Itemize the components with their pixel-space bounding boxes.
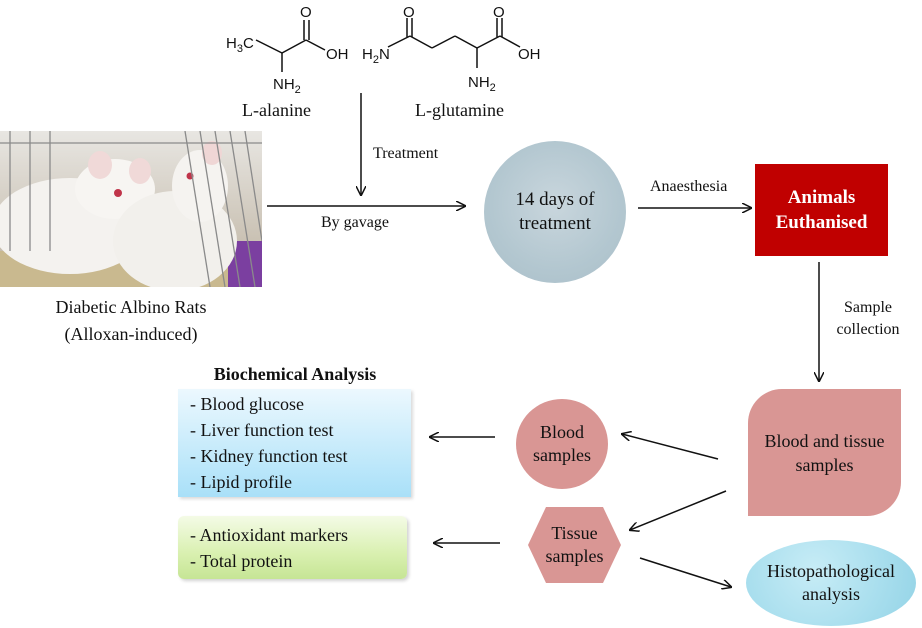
biochem-item: - Kidney function test <box>190 446 348 466</box>
alanine-amine: NH2 <box>273 76 301 96</box>
treatment-days-line1: 14 days of <box>515 189 595 210</box>
blood-tissue-node: Blood and tissue samples <box>748 389 901 516</box>
glutamine-amide-n: H2N <box>362 46 390 66</box>
antioxidant-item: - Antioxidant markers <box>190 525 348 545</box>
arrow-to-blood <box>622 434 719 460</box>
treatment-label: Treatment <box>373 145 439 162</box>
treatment-days-node: 14 days of treatment <box>484 141 626 283</box>
alanine-methyl: H3C <box>226 35 254 55</box>
biochem-item: - Liver function test <box>190 420 334 440</box>
biochem-title: Biochemical Analysis <box>213 364 377 384</box>
rat-photo <box>0 131 262 287</box>
glutamine-label: L-glutamine <box>415 100 504 120</box>
alanine-hydroxyl: OH <box>326 46 349 63</box>
blood-samples-line1: Blood <box>539 422 584 442</box>
blood-samples-node: Blood samples <box>516 399 608 489</box>
rats-caption-line2: (Alloxan-induced) <box>64 324 198 344</box>
tissue-samples-line1: Tissue <box>551 523 598 543</box>
tissue-samples-line2: samples <box>545 546 604 566</box>
gavage-label: By gavage <box>321 214 389 231</box>
biochem-item: - Blood glucose <box>190 394 304 414</box>
euthanised-line1: Animals <box>787 187 856 208</box>
histopathology-line1: Histopathological <box>767 561 895 581</box>
glutamine-hydroxyl: OH <box>518 46 541 63</box>
blood-tissue-line1: Blood and tissue <box>764 430 885 451</box>
tissue-hexagon <box>528 507 621 583</box>
rats-caption-line1: Diabetic Albino Rats <box>55 297 207 317</box>
sample-collection-label: Sample collection <box>820 297 916 341</box>
euthanised-node: Animals Euthanised <box>755 164 888 256</box>
arrow-to-tissue <box>630 490 727 530</box>
blood-tissue-line2: samples <box>795 454 854 475</box>
treatment-days-line2: treatment <box>519 213 591 234</box>
rats-caption: Diabetic Albino Rats (Alloxan-induced) <box>0 294 262 348</box>
alanine-carbonyl-o: O <box>300 4 312 21</box>
sample-collection-line2: collection <box>836 321 900 338</box>
glutamine-amine: NH2 <box>468 74 496 94</box>
histopathology-node: Histopathological analysis <box>746 540 916 626</box>
euthanised-line2: Euthanised <box>775 212 868 233</box>
anaesthesia-label: Anaesthesia <box>650 178 728 195</box>
chemical-structures: H3C O OH NH2 O H2N O OH NH2 <box>226 4 541 96</box>
glutamine-amide-o: O <box>403 4 415 21</box>
arrow-to-histo <box>639 557 731 587</box>
histopathology-line2: analysis <box>802 584 860 604</box>
tissue-samples-node: Tissue samples <box>526 505 623 585</box>
sample-collection-line1: Sample <box>844 299 892 316</box>
biochem-box: - Blood glucose - Liver function test - … <box>178 389 411 497</box>
antioxidant-box: - Antioxidant markers - Total protein <box>178 516 407 579</box>
glutamine-carbonyl-o: O <box>493 4 505 21</box>
antioxidant-item: - Total protein <box>190 551 293 571</box>
biochem-item: - Lipid profile <box>190 472 292 492</box>
alanine-label: L-alanine <box>242 100 311 120</box>
blood-samples-line2: samples <box>533 445 591 465</box>
